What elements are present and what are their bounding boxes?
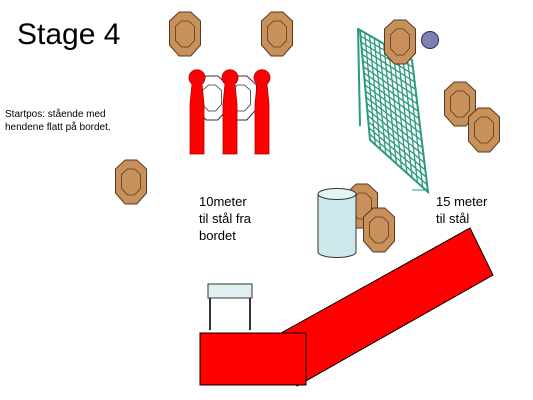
cardboard-target-icon bbox=[468, 107, 500, 153]
start-position-line: hendene flatt på bordet. bbox=[5, 122, 111, 133]
netting-strand bbox=[368, 133, 428, 186]
netting-strand bbox=[365, 90, 422, 134]
start-position-note: Startpos: stående med hendene flatt på b… bbox=[5, 108, 111, 134]
distance-line: bordet bbox=[199, 228, 236, 243]
netting-strand bbox=[368, 127, 427, 178]
netting-strand bbox=[362, 60, 417, 98]
steel-popper-icon bbox=[253, 69, 271, 155]
distance-steel-label: 10meter til stål fra bordet bbox=[199, 193, 251, 244]
netting-strand bbox=[367, 121, 426, 171]
cardboard-target-icon bbox=[384, 19, 416, 65]
netting-strand bbox=[364, 78, 420, 120]
distance-line: til stål fra bbox=[199, 211, 252, 226]
wall-icon bbox=[280, 227, 494, 387]
netting-strand bbox=[363, 72, 419, 112]
netting-strand bbox=[360, 41, 415, 76]
netting-strand bbox=[366, 108, 425, 156]
cardboard-target-icon bbox=[261, 11, 293, 57]
distance-15-label: 15 meter til stål bbox=[436, 193, 487, 227]
barrel-icon bbox=[317, 188, 357, 258]
page-title: Stage 4 bbox=[17, 18, 121, 51]
table-icon bbox=[207, 283, 253, 330]
start-position-line: Startpos: stående med bbox=[5, 109, 106, 120]
netting-strand bbox=[361, 47, 416, 83]
steel-popper-icon bbox=[221, 69, 239, 155]
netting-icon bbox=[357, 27, 430, 195]
distance-line: 15 meter bbox=[436, 194, 488, 209]
netting-strand bbox=[367, 115, 425, 164]
steel-plate-icon bbox=[421, 31, 439, 49]
cardboard-target-icon bbox=[115, 159, 147, 205]
distance-line: 10meter bbox=[199, 194, 247, 209]
netting-strand bbox=[365, 96, 423, 142]
netting-strand bbox=[366, 102, 424, 149]
steel-popper-icon bbox=[188, 69, 206, 155]
netting-strand bbox=[361, 53, 416, 90]
netting-strand bbox=[364, 84, 421, 127]
cardboard-target-icon bbox=[169, 11, 201, 57]
netting-strand bbox=[362, 66, 418, 105]
distance-line: til stål bbox=[436, 211, 470, 226]
cardboard-target-icon bbox=[363, 207, 395, 253]
start-box bbox=[199, 332, 307, 386]
